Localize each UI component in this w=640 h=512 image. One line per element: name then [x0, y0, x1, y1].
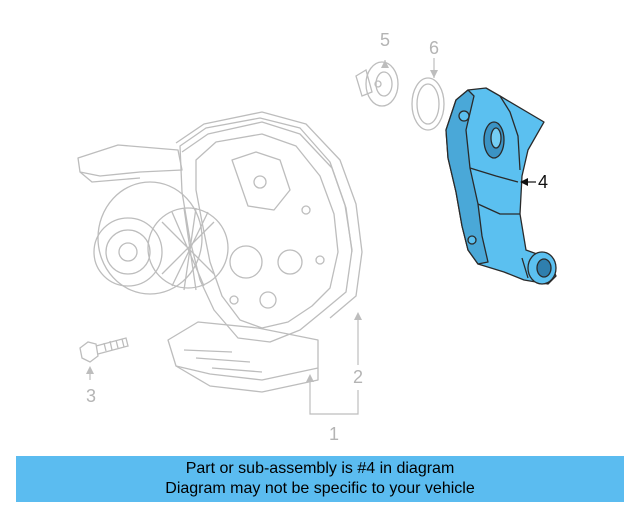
callout-4: 4: [538, 172, 548, 192]
seal-part-5: [355, 61, 399, 107]
banner-line-1: Part or sub-assembly is #4 in diagram: [185, 460, 455, 477]
bolt-part-3: [79, 337, 129, 363]
info-banner: Part or sub-assembly is #4 in diagram Di…: [16, 456, 624, 502]
callout-3: 3: [86, 386, 96, 406]
banner-line-2: Diagram may not be specific to your vehi…: [165, 480, 475, 497]
callout-6: 6: [429, 38, 439, 58]
callout-5: 5: [380, 30, 390, 50]
highlighted-part-4: [445, 87, 557, 285]
callout-2: 2: [353, 367, 363, 387]
leader-arrowheads: [86, 60, 528, 382]
water-pump-assembly: [77, 111, 363, 393]
callout-1: 1: [329, 424, 339, 444]
o-ring-part-6: [411, 77, 445, 131]
